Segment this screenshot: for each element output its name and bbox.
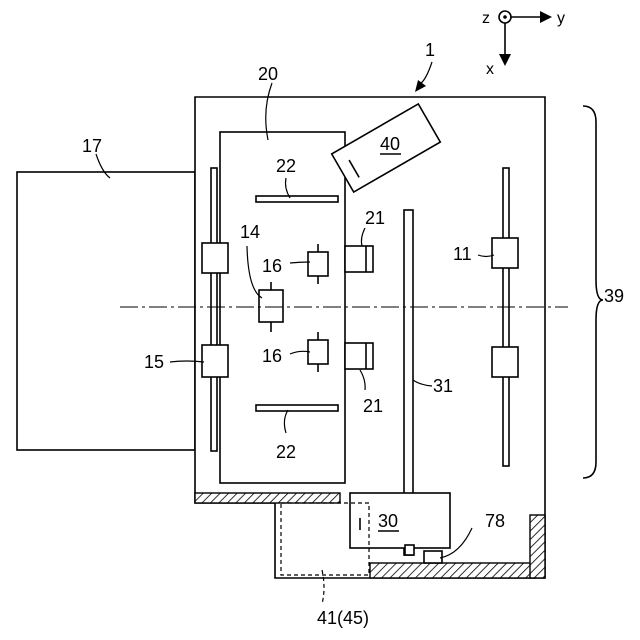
label-16-lower: 16	[262, 346, 282, 366]
holder-21-lower	[345, 343, 373, 369]
label-22-upper: 22	[276, 156, 296, 176]
label-39: 39	[604, 286, 624, 306]
label-31: 31	[433, 376, 453, 396]
label-21-upper: 21	[365, 208, 385, 228]
x-axis-arrow-icon	[499, 54, 511, 66]
hatched-wall-left	[195, 493, 340, 503]
right-rail	[503, 168, 509, 466]
hatched-wall-right	[530, 515, 545, 578]
label-21-lower: 21	[363, 396, 383, 416]
base-unit-30	[350, 493, 450, 548]
label-20: 20	[258, 64, 278, 84]
leader-1-arrow-icon	[415, 80, 426, 92]
y-axis-arrow-icon	[540, 11, 552, 23]
housing-17	[17, 172, 195, 450]
label-14: 14	[240, 222, 260, 242]
axis-indicator: z y x	[482, 10, 565, 78]
region-bracket-39	[583, 106, 603, 478]
left-rail	[211, 168, 217, 451]
label-16-upper: 16	[262, 256, 282, 276]
label-11: 11	[453, 244, 472, 264]
component-14	[259, 290, 283, 322]
rail-22-lower	[256, 405, 338, 411]
probe-16-lower	[308, 340, 328, 364]
probe-16-upper	[308, 252, 328, 276]
hatched-wall-bottom	[370, 563, 535, 578]
label-41-45: 41(45)	[317, 608, 369, 628]
label-17: 17	[82, 136, 102, 156]
label-40: 40	[380, 134, 400, 154]
leader-15	[170, 361, 204, 362]
mover-right-lower	[492, 347, 518, 377]
axis-label-z: z	[482, 10, 490, 27]
holder-21-upper	[345, 246, 373, 272]
z-axis-dot	[503, 15, 507, 19]
label-78: 78	[485, 511, 505, 531]
label-40-group: 40	[380, 134, 401, 154]
axis-label-y: y	[557, 10, 565, 27]
leader-17	[96, 154, 110, 178]
mover-right-upper	[492, 238, 518, 268]
rail-22-upper	[256, 196, 338, 202]
label-15: 15	[144, 352, 164, 372]
mover-left-lower	[202, 345, 228, 377]
guide-foot	[405, 545, 414, 555]
label-1: 1	[425, 40, 435, 60]
label-30: 30	[378, 511, 398, 531]
label-22-lower: 22	[276, 442, 296, 462]
axis-label-x: x	[486, 61, 494, 78]
mover-left-upper	[202, 243, 228, 273]
leader-1	[420, 62, 432, 84]
sensor-78	[424, 551, 442, 563]
label-30-group: 30	[378, 511, 399, 531]
